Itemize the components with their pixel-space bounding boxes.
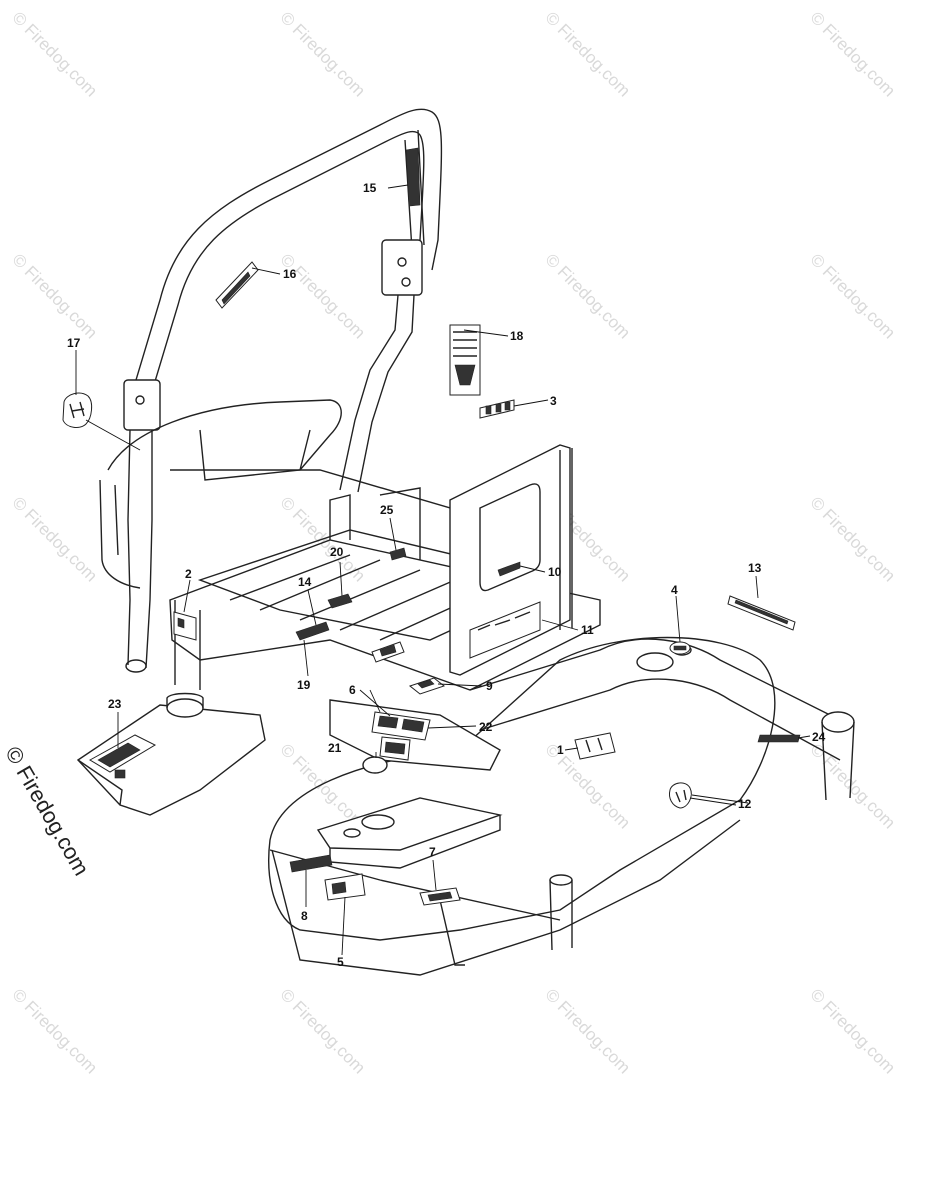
- callout-16: 16: [283, 267, 297, 281]
- decal-2-graphic: [173, 611, 197, 641]
- callout-8: 8: [301, 909, 308, 923]
- fuel-tank: [76, 692, 266, 816]
- callout-24: 24: [812, 730, 826, 744]
- decal-13-graphic: [727, 595, 796, 631]
- callout-11: 11: [581, 623, 594, 637]
- callout-7: 7: [429, 845, 436, 859]
- deck-side-decals: [669, 734, 801, 809]
- callout-23: 23: [108, 697, 122, 711]
- leader-lines: [75, 184, 811, 956]
- floor-decals: [295, 593, 405, 663]
- callout-9: 9: [486, 679, 493, 693]
- callout-5: 5: [337, 955, 344, 969]
- callout-19: 19: [297, 678, 311, 692]
- callout-21: 21: [328, 741, 342, 755]
- rops-rollbar: [123, 108, 443, 673]
- callout-13: 13: [748, 561, 762, 575]
- callout-18: 18: [510, 329, 524, 343]
- callout-12: 12: [738, 797, 752, 811]
- decal-1-graphic: [574, 732, 616, 760]
- deck-front-decals: [289, 854, 461, 906]
- callout-1: 1: [557, 743, 564, 757]
- decal-18-graphic: [449, 324, 481, 396]
- deck-beam: [469, 638, 855, 801]
- callout-2: 2: [185, 567, 192, 581]
- decal-15-graphic: [405, 147, 421, 207]
- front-panel: [329, 699, 501, 774]
- decal-25-graphic: [389, 547, 407, 561]
- callout-22: 22: [479, 720, 493, 734]
- decal-16-graphic: [215, 261, 259, 309]
- callout-25: 25: [380, 503, 394, 517]
- callout-15: 15: [363, 181, 377, 195]
- decal-3-graphic: [479, 399, 515, 419]
- mower-deck: [268, 636, 776, 976]
- decal-17-graphic: [62, 392, 93, 428]
- callout-10: 10: [548, 565, 562, 579]
- callout-20: 20: [330, 545, 344, 559]
- callout-17: 17: [67, 336, 81, 350]
- callout-6: 6: [349, 683, 356, 697]
- callout-4: 4: [671, 583, 678, 597]
- callout-labels: 1 2 3 4 5 6 7 8 9 10 11 12 13 14 15 16 1…: [67, 181, 826, 969]
- callout-14: 14: [298, 575, 312, 589]
- callout-3: 3: [550, 394, 557, 408]
- decal-4-graphic: [669, 641, 691, 655]
- control-tower: [449, 444, 573, 676]
- decal-9-graphic: [408, 677, 446, 695]
